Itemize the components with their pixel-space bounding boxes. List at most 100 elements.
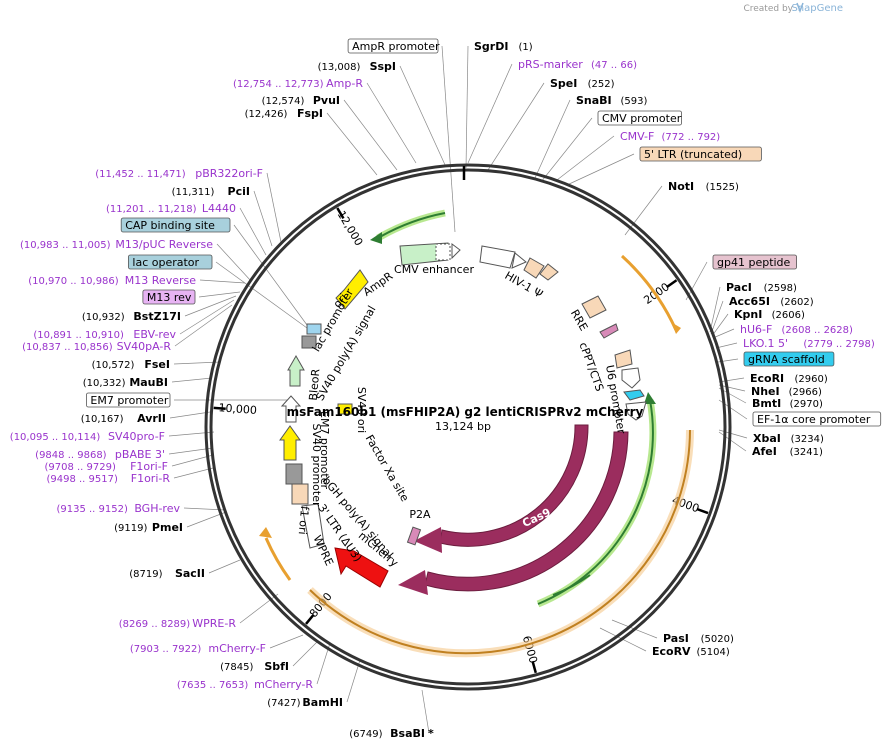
credit-prefix: Created by bbox=[743, 4, 793, 14]
leader-line bbox=[711, 313, 729, 337]
ampr-green-band bbox=[376, 209, 446, 242]
tick-mark bbox=[531, 660, 537, 674]
position-label: (9848 .. 9868) bbox=[35, 450, 107, 461]
position-label: (12,426) bbox=[245, 109, 288, 120]
position-label: (10,891 .. 10,910) bbox=[33, 330, 124, 341]
tick-label: 10,000 bbox=[218, 401, 257, 417]
position-label: (2779 .. 2798) bbox=[803, 339, 875, 350]
position-label: (2970) bbox=[790, 399, 823, 410]
primer-label: CMV-F bbox=[620, 130, 654, 143]
inner-feature-label: SV40 promoter bbox=[310, 423, 323, 507]
inner-feature-label: CMV enhancer bbox=[394, 263, 474, 276]
position-label: (13,008) bbox=[318, 62, 361, 73]
p2a-feature bbox=[406, 526, 422, 546]
leader-line bbox=[269, 634, 304, 649]
inner-feature-label: f1 ori bbox=[296, 505, 311, 535]
enzyme-label: SacII bbox=[175, 567, 205, 580]
leader-line bbox=[685, 261, 708, 301]
inner-feature-label: EM7 promoter bbox=[318, 411, 331, 489]
primer-label: WPRE-R bbox=[192, 617, 236, 630]
position-label: (10,167) bbox=[81, 414, 124, 425]
enzyme-label: NheI bbox=[751, 385, 780, 398]
tick-mark bbox=[213, 406, 226, 410]
lac-feature bbox=[306, 323, 322, 335]
enzyme-label: FspI bbox=[297, 107, 323, 120]
inner-features bbox=[279, 242, 647, 549]
feature-label: EM7 promoter bbox=[90, 394, 168, 407]
cas9-outer-arrow bbox=[424, 431, 629, 592]
enzyme-label: XbaI bbox=[753, 432, 781, 445]
plasmid-size: 13,124 bp bbox=[435, 420, 491, 433]
leader-line bbox=[712, 328, 735, 339]
enzyme-label: PacI bbox=[726, 281, 752, 294]
enzyme-label: SnaBI bbox=[576, 94, 612, 107]
u6-promoter-feature bbox=[621, 367, 641, 389]
primer-label: M13 Reverse bbox=[125, 274, 196, 287]
position-label: (9708 .. 9729) bbox=[44, 462, 116, 473]
feature-box bbox=[752, 411, 882, 427]
enzyme-label: BsaBI bbox=[390, 727, 425, 740]
position-label: (7635 .. 7653) bbox=[177, 680, 249, 691]
primer-label: M13/pUC Reverse bbox=[115, 238, 213, 251]
position-label: (10,572) bbox=[92, 360, 135, 371]
primer-label: pBABE 3' bbox=[115, 448, 165, 461]
leader-line bbox=[233, 224, 308, 326]
leader-line bbox=[179, 299, 235, 335]
leader-line bbox=[171, 454, 214, 467]
gp41-feature bbox=[599, 323, 619, 339]
primer-label: SV40pA-R bbox=[117, 340, 172, 353]
position-label: (12,754 .. 12,773) bbox=[233, 79, 324, 90]
inner-feature-label: WPRE bbox=[310, 533, 335, 568]
primer-label: pBR322ori-F bbox=[195, 167, 263, 180]
enzyme-label: PmeI bbox=[152, 521, 183, 534]
position-label: (10,095 .. 10,114) bbox=[10, 432, 101, 443]
leader-line bbox=[715, 342, 738, 349]
grna-scaffold-feature bbox=[623, 389, 645, 401]
leader-line bbox=[709, 286, 721, 333]
ef1a-feature bbox=[625, 401, 647, 421]
position-label: (2606) bbox=[772, 310, 805, 321]
feature-label: CMV promoter bbox=[602, 112, 682, 125]
cas9-inner-arrow bbox=[439, 424, 589, 547]
primer-label: mCherry-R bbox=[254, 678, 313, 691]
3-ltr-feature bbox=[291, 483, 309, 505]
leader-line bbox=[171, 377, 213, 383]
enzyme-label: FseI bbox=[144, 358, 170, 371]
inner-feature-label: Factor Xa site bbox=[363, 433, 412, 504]
cas9-outer-arrowhead-icon bbox=[398, 570, 428, 595]
sv40-polya-feature bbox=[301, 335, 317, 349]
feature-label: gRNA scaffold bbox=[748, 353, 825, 366]
position-label: (5104) bbox=[697, 647, 730, 658]
position-label: (2602) bbox=[780, 297, 813, 308]
ori-feature bbox=[335, 269, 369, 310]
leader-line bbox=[174, 304, 233, 347]
primer-label: pRS-marker bbox=[518, 58, 583, 71]
enzyme-label: SgrDI bbox=[474, 40, 508, 53]
enzyme-label: EcoRI bbox=[750, 372, 784, 385]
leader-line bbox=[540, 117, 593, 183]
plasmid-name: msFam160b1 (msFHIP2A) g2 lentiCRISPRv2 m… bbox=[287, 405, 644, 419]
leader-line bbox=[421, 689, 430, 734]
leader-line bbox=[467, 63, 513, 164]
leader-line bbox=[253, 190, 273, 247]
enzyme-label: PasI bbox=[663, 632, 689, 645]
leader-line bbox=[169, 411, 211, 419]
feature-box bbox=[142, 289, 196, 305]
position-label: (7903 .. 7922) bbox=[130, 644, 202, 655]
primer-label: hU6-F bbox=[740, 323, 772, 336]
leader-line bbox=[566, 153, 635, 186]
feature-label: gp41 peptide bbox=[717, 256, 791, 269]
ampr-promoter-arrow bbox=[451, 243, 461, 260]
tick-mark bbox=[696, 507, 709, 515]
cas9-green-arrowhead-icon bbox=[644, 392, 656, 404]
feature-box bbox=[86, 392, 171, 408]
feature-label: 5' LTR (truncated) bbox=[644, 148, 742, 161]
position-label: (5020) bbox=[701, 634, 734, 645]
enzyme-label: AvrII bbox=[137, 412, 166, 425]
leader-line bbox=[184, 295, 237, 317]
leader-line bbox=[292, 640, 319, 667]
bleor-feature bbox=[287, 354, 305, 387]
sv40-ori-feature bbox=[337, 403, 353, 415]
feature-label: lac operator bbox=[132, 256, 199, 269]
